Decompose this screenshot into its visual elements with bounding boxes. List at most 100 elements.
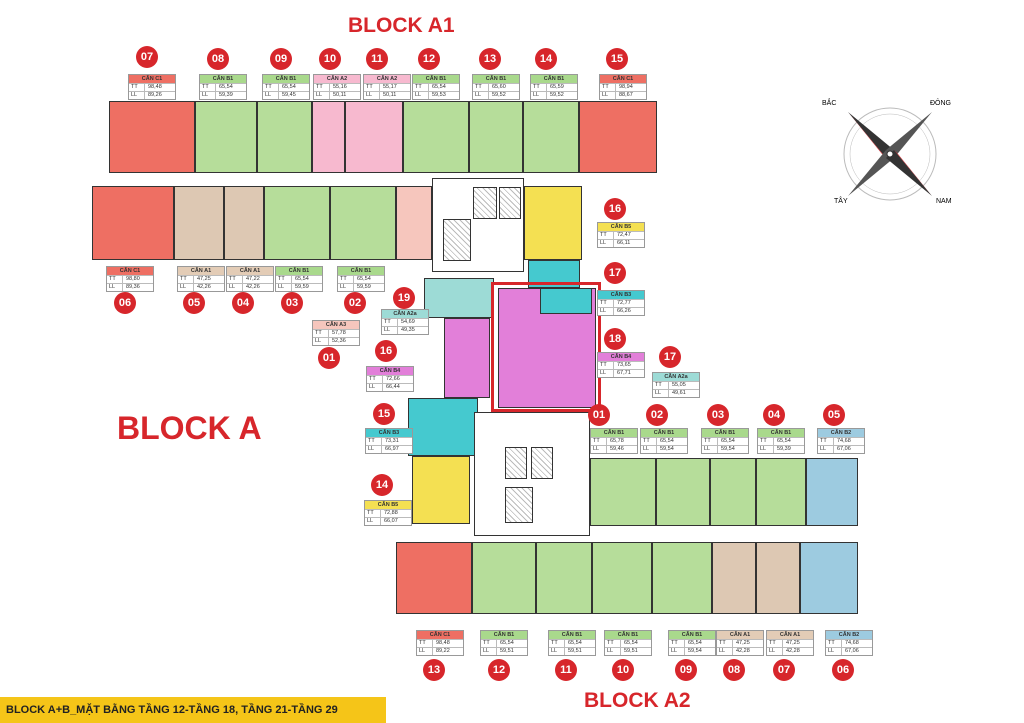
unit-number-badge[interactable]: 10	[612, 659, 634, 681]
unit-plan[interactable]	[756, 542, 800, 614]
unit-plan[interactable]	[403, 101, 469, 173]
unit-plan[interactable]	[412, 456, 470, 524]
unit-plan[interactable]	[524, 186, 582, 260]
unit-plan[interactable]	[656, 458, 710, 526]
unit-number-badge[interactable]: 05	[823, 404, 845, 426]
unit-plan[interactable]	[806, 458, 858, 526]
unit-type-label: CĂN B5	[598, 223, 644, 231]
unit-plan[interactable]	[540, 288, 592, 314]
unit-number-badge[interactable]: 17	[659, 346, 681, 368]
unit-number-badge[interactable]: 15	[606, 48, 628, 70]
unit-plan[interactable]	[472, 542, 536, 614]
unit-type-label: CĂN B1	[702, 429, 748, 437]
unit-plan[interactable]	[345, 101, 403, 173]
unit-plan[interactable]	[523, 101, 579, 173]
unit-plan[interactable]	[590, 458, 656, 526]
unit-number-badge[interactable]: 09	[675, 659, 697, 681]
unit-plan[interactable]	[174, 186, 224, 260]
unit-plan[interactable]	[444, 318, 490, 398]
unit-number-badge[interactable]: 11	[366, 48, 388, 70]
unit-number-badge[interactable]: 14	[535, 48, 557, 70]
unit-number-badge[interactable]: 16	[375, 340, 397, 362]
unit-plan[interactable]	[652, 542, 712, 614]
unit-number-badge[interactable]: 13	[479, 48, 501, 70]
unit-number-badge[interactable]: 19	[393, 287, 415, 309]
unit-plan[interactable]	[264, 186, 330, 260]
unit-number-badge[interactable]: 03	[281, 292, 303, 314]
unit-plan[interactable]	[592, 542, 652, 614]
unit-number-badge[interactable]: 06	[832, 659, 854, 681]
unit-number-badge[interactable]: 02	[344, 292, 366, 314]
unit-plan[interactable]	[800, 542, 858, 614]
unit-number-badge[interactable]: 01	[318, 347, 340, 369]
unit-number-badge[interactable]: 03	[707, 404, 729, 426]
unit-number-badge[interactable]: 07	[773, 659, 795, 681]
unit-plan[interactable]	[536, 542, 592, 614]
unit-number-badge[interactable]: 18	[604, 328, 626, 350]
unit-plan[interactable]	[396, 542, 472, 614]
unit-plan[interactable]	[469, 101, 523, 173]
unit-number-badge[interactable]: 05	[183, 292, 205, 314]
unit-type-label: CĂN C1	[107, 267, 153, 275]
unit-plan[interactable]	[396, 186, 432, 260]
unit-number-badge[interactable]: 09	[270, 48, 292, 70]
unit-plan[interactable]	[710, 458, 756, 526]
unit-plan[interactable]	[257, 101, 312, 173]
unit-number-badge[interactable]: 04	[763, 404, 785, 426]
unit-plan[interactable]	[579, 101, 657, 173]
unit-plan[interactable]	[408, 398, 478, 456]
unit-number-badge[interactable]: 14	[371, 474, 393, 496]
unit-plan[interactable]	[195, 101, 257, 173]
unit-number-badge[interactable]: 06	[114, 292, 136, 314]
unit-number-badge[interactable]: 10	[319, 48, 341, 70]
unit-type-label: CĂN B3	[598, 291, 644, 299]
unit-number-badge[interactable]: 01	[588, 404, 610, 426]
unit-number-badge[interactable]: 13	[423, 659, 445, 681]
unit-number-badge[interactable]: 17	[604, 262, 626, 284]
unit-number-badge[interactable]: 04	[232, 292, 254, 314]
unit-plan[interactable]	[330, 186, 396, 260]
unit-number-badge[interactable]: 12	[418, 48, 440, 70]
unit-plan[interactable]	[424, 278, 494, 318]
unit-number-badge[interactable]: 11	[555, 659, 577, 681]
unit-plan[interactable]	[224, 186, 264, 260]
unit-number-badge[interactable]: 12	[488, 659, 510, 681]
elevator-core	[432, 178, 524, 272]
unit-plan[interactable]	[712, 542, 756, 614]
unit-plan[interactable]	[92, 186, 174, 260]
unit-type-label: CĂN B3	[366, 429, 412, 437]
unit-number-badge[interactable]: 02	[646, 404, 668, 426]
unit-number-badge[interactable]: 15	[373, 403, 395, 425]
unit-number-badge[interactable]: 16	[604, 198, 626, 220]
unit-number-badge[interactable]: 08	[207, 48, 229, 70]
unit-plan[interactable]	[312, 101, 345, 173]
unit-number-badge[interactable]: 07	[136, 46, 158, 68]
unit-number-badge[interactable]: 08	[723, 659, 745, 681]
unit-plan[interactable]	[756, 458, 806, 526]
unit-plan[interactable]	[109, 101, 195, 173]
